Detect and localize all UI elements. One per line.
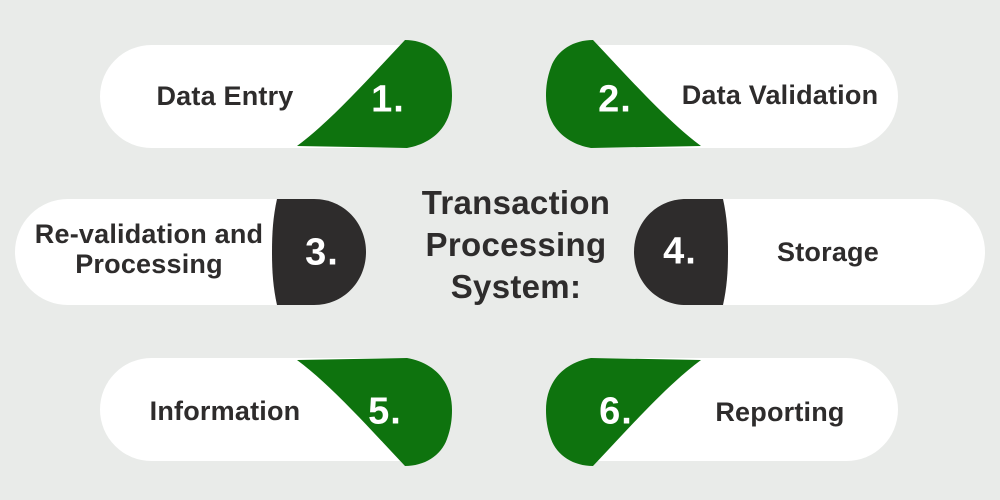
step-item-6: 6. Reporting [546, 358, 898, 466]
step-label: Data Validation [681, 79, 879, 110]
step-item-2: 2. Data Validation [546, 40, 898, 148]
number-leaf-shape [546, 40, 701, 148]
step-item-1: 1. Data Entry [100, 40, 452, 148]
step-item-5: 5. Information [100, 358, 452, 466]
diagram-title: Transaction Processing System: [421, 184, 611, 305]
step-number: 2. [598, 78, 632, 121]
step-number: 3. [305, 231, 339, 274]
number-leaf-shape [297, 358, 452, 466]
step-number: 5. [368, 390, 402, 433]
step-item-3: 3. Re-validation and Processing [15, 199, 366, 305]
step-label: Re-validation and Processing [34, 218, 264, 279]
step-item-4: 4. Storage [634, 199, 985, 305]
number-leaf-shape [546, 358, 701, 466]
step-number: 1. [371, 78, 405, 121]
step-label: Information [149, 395, 301, 426]
number-leaf-shape [297, 40, 452, 148]
step-label: Data Entry [156, 80, 294, 111]
number-blob-shape [634, 199, 728, 305]
step-number: 4. [663, 230, 697, 273]
step-label: Reporting [715, 396, 845, 427]
step-label: Storage [777, 236, 879, 267]
step-number: 6. [599, 390, 633, 433]
number-blob-shape [272, 199, 366, 305]
